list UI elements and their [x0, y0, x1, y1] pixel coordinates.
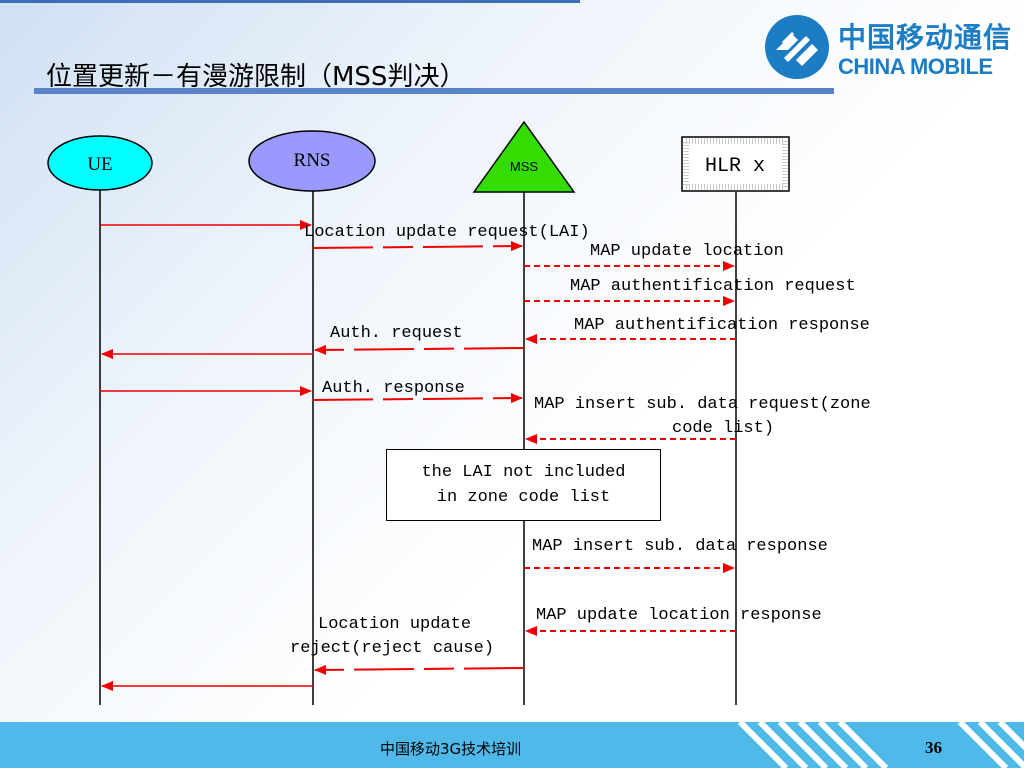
note-line-2: in zone code list [436, 488, 611, 507]
msg-update-location-response: MAP update location response [536, 606, 822, 625]
china-mobile-emblem-icon [765, 15, 829, 79]
rns-node [248, 130, 376, 192]
mss-label: MSS [510, 159, 539, 174]
arrow-mss-to-rns-lu-reject [314, 664, 525, 675]
footer-bar [0, 722, 1024, 768]
msg-map-auth-response: MAP authentification response [574, 316, 870, 335]
msg-location-update-request: Location update request(LAI) [304, 223, 590, 242]
msg-insert-sub-data-request-line2: code list) [672, 419, 774, 438]
slide-title: 位置更新－有漫游限制（MSS判决） [46, 62, 466, 92]
hlr-node [681, 136, 790, 192]
logo-name-en: CHINA MOBILE [838, 54, 993, 79]
title-underline [34, 88, 834, 94]
page-number: 36 [925, 738, 942, 757]
ue-node [47, 135, 153, 191]
msg-map-update-location: MAP update location [590, 242, 784, 261]
msg-auth-response: Auth. response [322, 379, 465, 398]
msg-insert-sub-data-request-line1: MAP insert sub. data request(zone [534, 395, 871, 414]
note-line-1: the LAI not included [421, 463, 626, 482]
arrow-mss-to-rns-auth-request [314, 344, 525, 355]
rns-label: RNS [294, 150, 331, 171]
arrow-rns-to-mss-lu-request [312, 241, 523, 252]
msg-auth-request: Auth. request [330, 324, 463, 343]
msg-insert-sub-data-response: MAP insert sub. data response [532, 537, 828, 556]
hlr-node-pattern [683, 138, 788, 190]
footer-stripes [737, 722, 1024, 768]
msg-lu-reject-line2: reject(reject cause) [290, 639, 494, 658]
china-mobile-logo: 中国移动通信 CHINA MOBILE [762, 12, 1012, 88]
msg-lu-reject-line1: Location update [318, 615, 471, 634]
top-decoration-line [0, 0, 580, 3]
msg-map-auth-request: MAP authentification request [570, 277, 856, 296]
note-box: the LAI not included in zone code list [386, 449, 661, 521]
arrow-rns-to-mss-auth-response [312, 393, 523, 404]
footer-text: 中国移动3G技术培训 [380, 740, 522, 758]
ue-label: UE [87, 154, 112, 175]
hlr-label: HLR x [705, 155, 765, 178]
mss-node [472, 120, 576, 193]
logo-name-cn: 中国移动通信 [838, 21, 1013, 54]
